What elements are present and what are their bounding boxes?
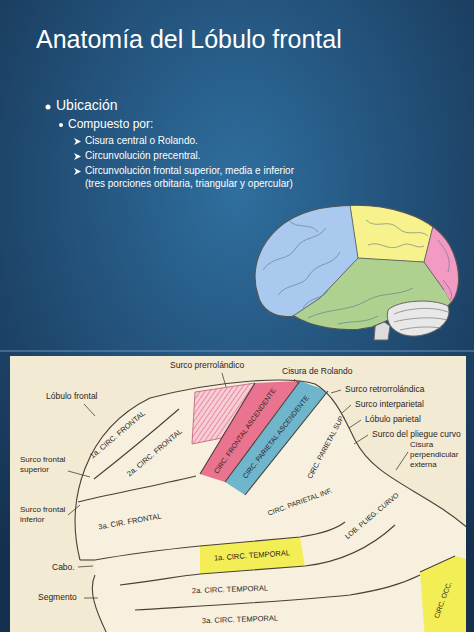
anatomy-label: Cisura de Rolando — [282, 366, 352, 377]
arrow-bullet — [74, 138, 81, 145]
arrow-bullet — [74, 168, 81, 175]
sub-bullet-item: Circunvolución frontal superior, media e… — [85, 165, 307, 190]
bullet-markers — [46, 105, 82, 176]
anatomy-label: Cabo. — [52, 562, 75, 573]
anatomy-label: Surco frontal superior — [20, 455, 66, 475]
bullet-dot — [59, 123, 63, 127]
anatomy-label: Lóbulo parietal — [365, 414, 421, 425]
anatomy-label: Surco del pliegue curvo — [372, 429, 461, 440]
bullet-item: Compuesto por: — [68, 117, 308, 132]
gyri-lines — [263, 220, 452, 324]
temporal-gyrus-highlight — [200, 537, 305, 574]
anatomy-label: Surco interparietal — [355, 399, 424, 410]
cerebellum — [387, 301, 449, 336]
occipital-gyrus-highlight — [420, 556, 466, 632]
anatomy-label: Lóbulo frontal — [46, 391, 98, 402]
bullet-dot — [46, 105, 51, 110]
sub-bullet-item: Cisura central o Rolando. — [85, 135, 325, 148]
arrow-bullet — [74, 153, 81, 160]
anatomy-label: Segmento — [38, 592, 77, 603]
gyri-plate — [68, 373, 466, 632]
bullet-item: Ubicación — [56, 97, 296, 115]
sub-bullet-item: Circunvolución precentral. — [85, 150, 325, 163]
slide-separator — [0, 351, 474, 352]
lobes-brain-figure — [238, 190, 474, 350]
anatomy-label: Cisura perpendicular externa — [410, 440, 466, 470]
anatomy-label: Surco retrorrolándica — [345, 384, 424, 395]
hemisphere — [75, 380, 466, 632]
cerebellum-folia — [394, 308, 448, 330]
anatomy-label: Surco prerrolándico — [170, 360, 244, 371]
temporal-lobe — [272, 258, 474, 350]
sulci-lines — [75, 380, 466, 632]
slide-title: Anatomía del Lóbulo frontal — [36, 24, 342, 55]
anatomy-label: Surco frontal inferior — [20, 505, 66, 525]
